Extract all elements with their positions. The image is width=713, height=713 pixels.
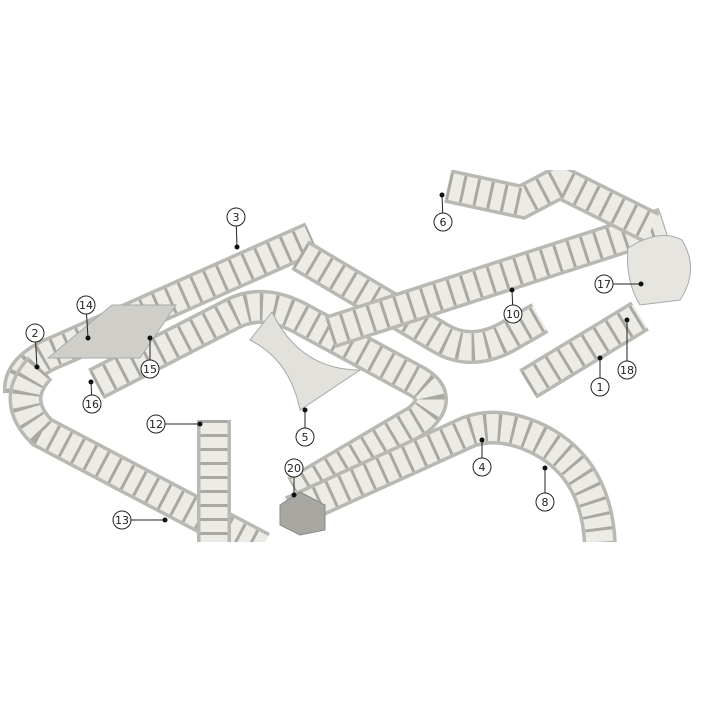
callout-12: 12 <box>146 414 203 434</box>
callout-circle <box>594 274 614 294</box>
callout-number: 8 <box>542 496 549 509</box>
callout-circle <box>617 360 637 380</box>
callout-circle <box>535 492 555 512</box>
bend-cover-plate <box>627 235 691 306</box>
ladder-trays <box>2 170 670 542</box>
callout-number: 2 <box>32 327 39 340</box>
leader-dot <box>439 192 445 198</box>
leader-dot <box>162 517 168 523</box>
leader-dot <box>509 287 515 293</box>
leader-dot <box>597 355 603 361</box>
leader-dot <box>197 421 203 427</box>
callout-circle <box>112 510 132 530</box>
callout-circle <box>76 295 96 315</box>
callout-number: 6 <box>440 216 447 229</box>
leader-dot <box>302 407 308 413</box>
callout-circle <box>590 377 610 397</box>
ladder-tray-segment <box>520 304 648 396</box>
callout-circle <box>503 304 523 324</box>
callout-circle <box>433 212 453 232</box>
callout-1: 1 <box>590 355 610 397</box>
fittings <box>46 235 691 536</box>
ladder-tray-segment <box>325 211 669 345</box>
ladder-tray-segment <box>293 243 547 361</box>
callout-10: 10 <box>503 287 523 324</box>
ladder-tray-segment <box>286 414 614 542</box>
callout-number: 4 <box>479 461 486 474</box>
callout-20: 20 <box>284 458 304 498</box>
leader-dot <box>234 244 240 250</box>
callout-circle <box>284 458 304 478</box>
callout-number: 3 <box>233 211 240 224</box>
callout-4: 4 <box>472 437 492 477</box>
callout-number: 16 <box>85 398 99 411</box>
ladder-tray-segment <box>89 293 445 504</box>
callout-circle <box>226 207 246 227</box>
callout-6: 6 <box>433 192 453 232</box>
callout-number: 18 <box>620 364 634 377</box>
cover-plate <box>46 304 177 359</box>
callout-14: 14 <box>76 295 96 341</box>
callout-number: 13 <box>115 514 129 527</box>
ladder-tray-segment <box>445 170 659 241</box>
callout-number: 5 <box>302 431 309 444</box>
callout-17: 17 <box>594 274 644 294</box>
leader-dot <box>147 335 153 341</box>
leader-dot <box>85 335 91 341</box>
end-cap-box <box>279 491 326 536</box>
leader-dot <box>34 364 40 370</box>
callout-number: 14 <box>79 299 93 312</box>
leader-dot <box>638 281 644 287</box>
callout-16: 16 <box>82 379 102 414</box>
callout-circle <box>146 414 166 434</box>
callout-circle <box>82 394 102 414</box>
leader-dot <box>88 379 94 385</box>
callout-5: 5 <box>295 407 315 447</box>
callout-circle <box>25 323 45 343</box>
leader-dot <box>479 437 485 443</box>
callout-number: 10 <box>506 308 520 321</box>
callout-circle <box>140 359 160 379</box>
callout-number: 1 <box>597 381 604 394</box>
callout-circle <box>472 457 492 477</box>
callout-2: 2 <box>25 323 45 370</box>
callout-18: 18 <box>617 317 637 380</box>
ladder-tray-segment <box>12 358 269 542</box>
leader-dot <box>291 492 297 498</box>
callout-3: 3 <box>226 207 246 250</box>
tee-reducer-plate <box>249 311 362 411</box>
callout-13: 13 <box>112 510 168 530</box>
callout-number: 17 <box>597 278 611 291</box>
callout-15: 15 <box>140 335 160 379</box>
callout-number: 20 <box>287 462 301 475</box>
callout-number: 15 <box>143 363 157 376</box>
leader-dot <box>624 317 630 323</box>
leader-dot <box>542 465 548 471</box>
callout-circle <box>295 427 315 447</box>
callout-8: 8 <box>535 465 555 512</box>
callout-number: 12 <box>149 418 163 431</box>
